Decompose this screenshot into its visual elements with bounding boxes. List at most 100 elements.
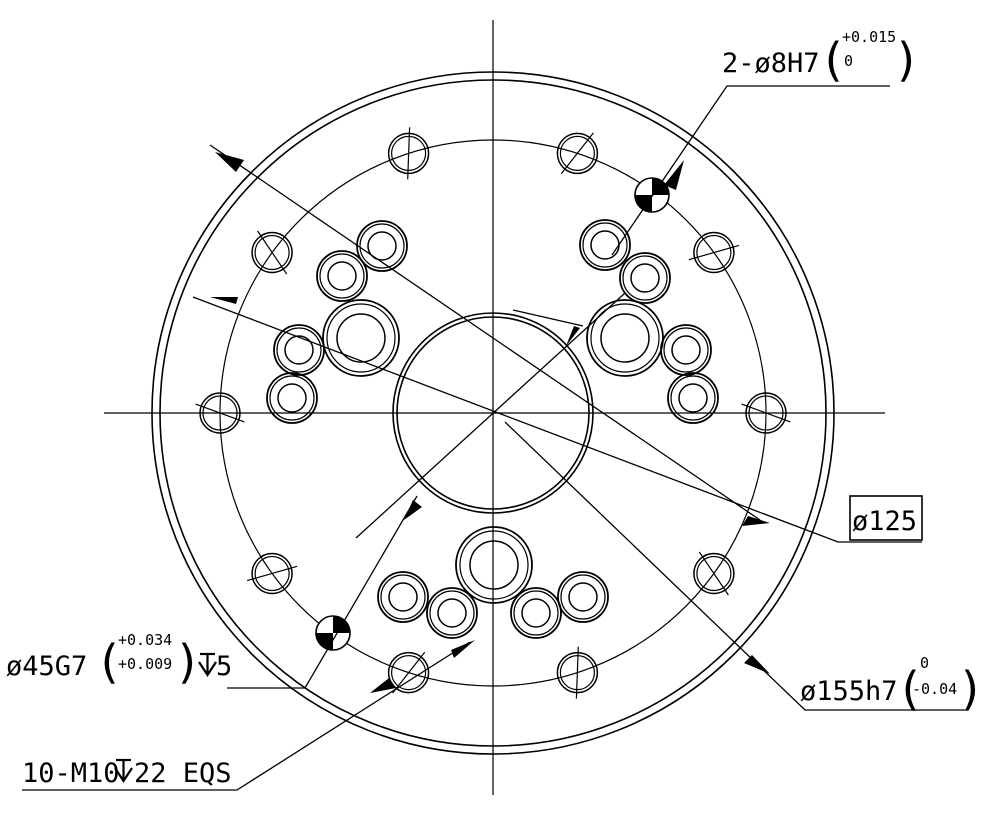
large-pocket-mid <box>459 530 529 600</box>
small-pocket-inner <box>568 582 598 612</box>
small-pocket <box>316 250 368 302</box>
bolt-hole-mark <box>246 565 298 582</box>
bolt-hole-mark <box>688 244 740 261</box>
large-pocket <box>322 299 400 377</box>
small-pocket <box>273 324 325 376</box>
small-pocket-inner <box>521 598 551 628</box>
depth-symbol-icon <box>114 758 133 784</box>
small-pocket-mid <box>513 590 559 636</box>
paren-right: ) <box>957 662 985 716</box>
bolt-hole <box>556 132 599 175</box>
bolt-hole-mark <box>698 551 729 596</box>
bolt-holes <box>195 127 791 699</box>
large-pocket <box>455 526 533 604</box>
small-pocket-mid <box>276 327 322 373</box>
label-threads-depth: 22 EQS <box>134 758 232 789</box>
small-pocket-mid <box>429 590 475 636</box>
bolt-hole <box>251 552 293 595</box>
small-pocket-inner <box>367 231 397 261</box>
paren-right: ) <box>174 635 202 689</box>
label-threads-text: 10-M10 <box>22 758 120 789</box>
small-pocket <box>557 571 609 623</box>
paren-right: ) <box>893 33 921 87</box>
small-pocket-mid <box>380 574 426 620</box>
label-dia-125: ø125 <box>852 506 917 537</box>
bolt-hole-inner <box>254 234 290 271</box>
label-dowel-tol-lower: 0 <box>844 52 853 70</box>
small-pocket <box>510 587 562 639</box>
label-bore45-text: ø45G7 <box>6 651 87 682</box>
label-bore45-tol-lower: +0.009 <box>118 655 172 673</box>
large-pocket-mid <box>590 303 660 373</box>
od-circle <box>159 79 827 747</box>
small-pocket-mid <box>359 223 405 269</box>
center-bore-outer <box>392 312 594 514</box>
label-od155-text: ø155h7 <box>800 676 898 707</box>
large-pocket-inner <box>336 313 386 363</box>
bolt-hole <box>199 392 241 434</box>
bolt-hole-inner <box>254 555 290 592</box>
paren-left: ( <box>95 635 123 689</box>
label-od155-tol-lower: -0.04 <box>912 680 957 698</box>
label-od155-tol-upper: 0 <box>920 654 929 672</box>
small-pocket-inner <box>671 335 701 365</box>
label-bore45-depth: 5 <box>216 651 232 682</box>
label-threads: 10-M10 22 EQS <box>22 758 232 789</box>
small-pocket-mid <box>319 253 365 299</box>
label-bore45-tol-upper: +0.034 <box>118 631 172 649</box>
center-bore-inner <box>396 316 590 510</box>
paren-left: ( <box>819 33 847 87</box>
small-pocket-inner <box>388 582 418 612</box>
bolt-hole-inner <box>202 395 238 431</box>
bolt-hole-mark <box>392 651 426 694</box>
paren-left: ( <box>896 662 924 716</box>
small-pocket <box>377 571 429 623</box>
small-pocket-mid <box>663 327 709 373</box>
bolt-hole-inner <box>696 555 732 592</box>
small-pocket <box>660 324 712 376</box>
small-pocket-inner <box>630 263 660 293</box>
small-pocket <box>426 587 478 639</box>
large-pocket <box>586 299 664 377</box>
bolt-hole-inner <box>696 234 732 271</box>
outer-edge-circle <box>151 71 835 755</box>
label-dowel-tol-upper: +0.015 <box>842 28 896 46</box>
small-pocket-inner <box>437 598 467 628</box>
depth-symbol-icon <box>198 652 217 678</box>
label-bore45: ø45G7 ( +0.034 +0.009 ) 5 <box>6 631 232 689</box>
bolt-hole <box>387 651 430 694</box>
dowel-pin-lower <box>315 615 351 651</box>
bolt-hole <box>251 231 293 274</box>
large-pocket-mid <box>326 303 396 373</box>
small-pocket-inner <box>284 335 314 365</box>
leader-lines <box>22 85 965 791</box>
bolt-hole-inner <box>391 654 427 691</box>
label-dowel-text: 2-ø8H7 <box>722 48 820 79</box>
arrowheads <box>210 152 770 693</box>
bolt-hole <box>693 231 735 274</box>
small-pocket-mid <box>560 574 606 620</box>
small-pocket-mid <box>622 255 668 301</box>
small-pocket <box>266 372 318 424</box>
bolt-hole-inner <box>559 135 596 171</box>
small-pocket-inner <box>277 383 307 413</box>
bolt-hole <box>745 392 787 434</box>
bolt-hole-inner <box>748 395 784 431</box>
small-pocket-inner <box>590 230 620 260</box>
dim-box-125 <box>849 495 923 541</box>
bolt-hole-mark <box>575 646 579 699</box>
bolt-hole-mark <box>407 127 411 180</box>
small-pocket-mid <box>582 222 628 268</box>
small-pocket <box>619 252 671 304</box>
label-dowel: 2-ø8H7 ( +0.015 0 ) <box>722 28 921 87</box>
large-pocket-inner <box>600 313 650 363</box>
pockets <box>266 219 719 639</box>
small-pocket <box>579 219 631 271</box>
small-pocket <box>667 372 719 424</box>
large-pocket-inner <box>469 540 519 590</box>
bolt-hole-mark <box>257 230 288 275</box>
bolt-hole-mark <box>741 403 791 423</box>
dowel-pin-upper <box>634 177 670 213</box>
